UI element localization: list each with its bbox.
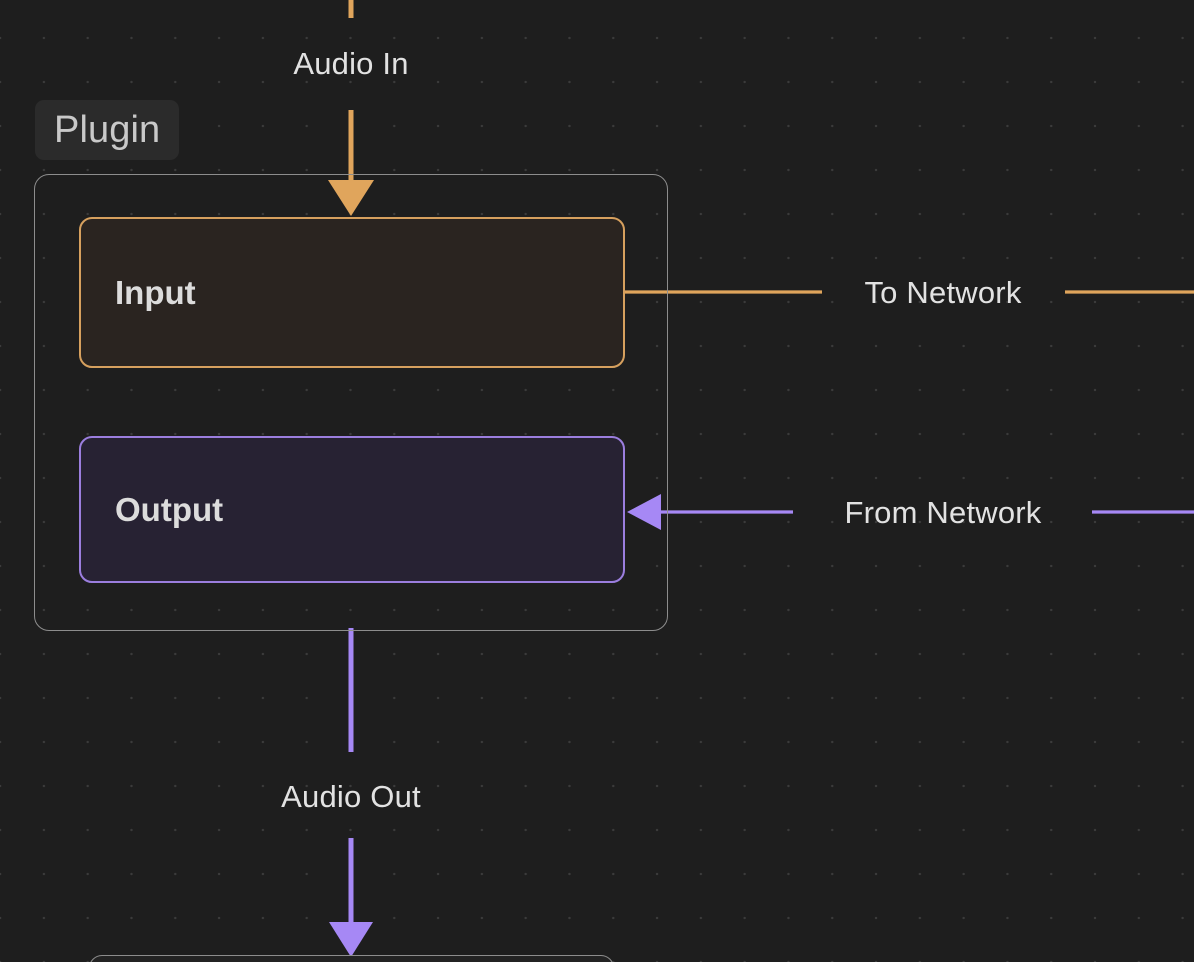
downstream-node-partial[interactable]: [89, 955, 614, 962]
edge-label-audio-out[interactable]: Audio Out: [281, 779, 421, 814]
node-input-label: Input: [115, 273, 196, 311]
plugin-group-container[interactable]: [34, 174, 668, 631]
node-output-label: Output: [115, 490, 224, 528]
edge-label-to-network[interactable]: To Network: [864, 275, 1022, 310]
edge-label-from-network[interactable]: From Network: [844, 495, 1042, 530]
edge-label-audio-in[interactable]: Audio In: [293, 46, 409, 81]
node-input[interactable]: Input: [79, 217, 625, 368]
node-output[interactable]: Output: [79, 436, 625, 583]
plugin-group-label[interactable]: Plugin: [35, 100, 180, 160]
arrowhead-audio-out: [329, 922, 373, 957]
